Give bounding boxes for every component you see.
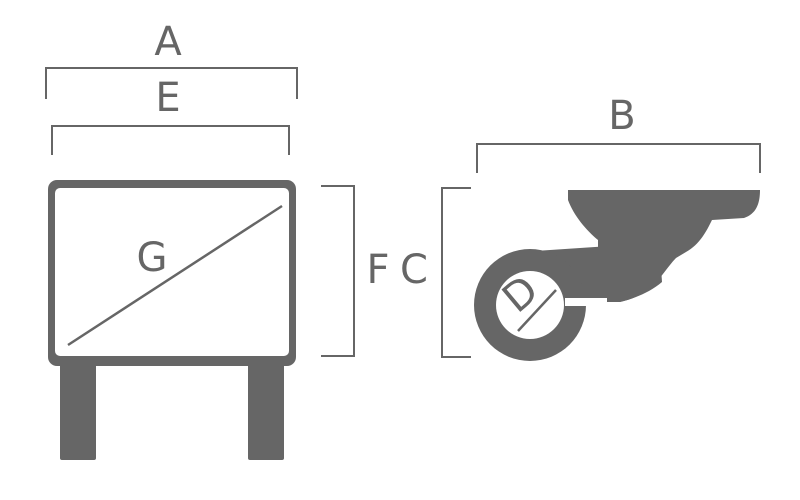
bracket-b [476, 143, 761, 173]
dimension-c: C [400, 187, 471, 358]
front-view: G [48, 180, 296, 460]
dimension-f: F [321, 185, 390, 357]
dimension-e: E [51, 75, 290, 155]
label-a: A [154, 19, 182, 65]
label-g: G [137, 235, 168, 281]
label-e: E [155, 75, 180, 121]
diameter-d-line [517, 289, 557, 332]
label-c: C [400, 247, 428, 293]
side-view: D [474, 190, 760, 361]
side-clamp-slot [565, 298, 607, 306]
diagonal-g-line [67, 204, 283, 347]
bracket-c [441, 187, 471, 358]
label-f: F [366, 247, 389, 293]
front-right-leg [248, 362, 284, 460]
bracket-f [321, 185, 355, 357]
dimension-a: A [45, 19, 298, 99]
label-b: B [608, 93, 635, 139]
side-clamp-bore [496, 271, 564, 339]
bracket-a [45, 67, 298, 99]
bracket-e [51, 125, 290, 155]
dimension-b: B [476, 93, 761, 173]
front-left-leg [60, 362, 96, 460]
